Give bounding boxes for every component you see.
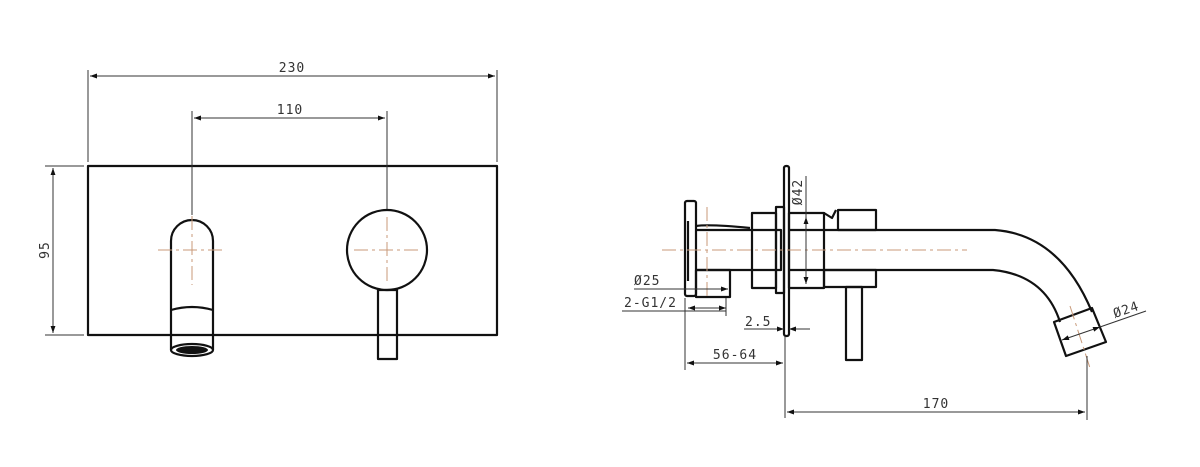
dimension-flange-diameter: Ø42	[791, 176, 809, 284]
dim-label-56-64: 56-64	[713, 348, 757, 363]
dimension-body-diameter: Ø25	[634, 274, 728, 292]
spout-lower-edge	[789, 268, 1062, 323]
dim-label-d24: Ø24	[1111, 299, 1141, 322]
dim-label-170: 170	[923, 397, 949, 412]
dim-label-230: 230	[279, 61, 305, 76]
spout-outlet	[1052, 306, 1108, 358]
dimension-wall-depth: 56-64	[684, 298, 786, 418]
dimension-plate-height: 95	[38, 165, 84, 336]
front-view: 230 110 95	[38, 61, 499, 361]
dim-label-95: 95	[38, 241, 53, 259]
spout-front	[158, 216, 226, 358]
lever-side	[844, 285, 864, 362]
dim-label-d42: Ø42	[791, 179, 806, 205]
inlet-flange	[683, 199, 698, 298]
dim-label-d25: Ø25	[634, 274, 660, 289]
dimension-outlet-diameter: Ø24	[1061, 299, 1147, 341]
side-view: Ø42 Ø25 2-G1/2 2.5 56-64	[622, 164, 1147, 420]
handle-front	[345, 208, 429, 361]
cover-plate	[86, 164, 499, 337]
dim-label-2-5: 2.5	[745, 315, 771, 330]
dim-label-110: 110	[277, 103, 303, 118]
dimension-overall-width: 230	[87, 61, 498, 162]
dimension-inlet-thread: 2-G1/2	[622, 296, 727, 316]
dimension-plate-thickness: 2.5	[744, 315, 810, 332]
spout-upper-edge	[789, 228, 1094, 313]
dim-label-2-g1-2: 2-G1/2	[624, 296, 677, 311]
dimension-center-spacing: 110	[191, 103, 388, 215]
dimension-spout-projection: 170	[787, 356, 1088, 420]
